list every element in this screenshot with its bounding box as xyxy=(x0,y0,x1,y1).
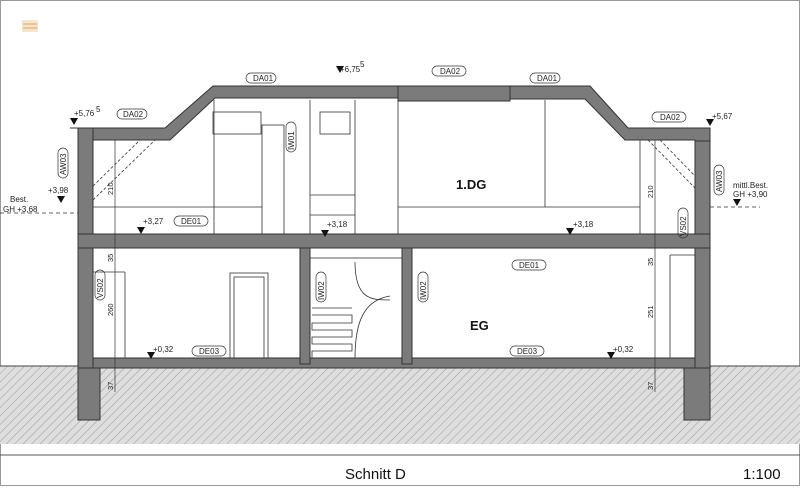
dim-dg-right: 210 xyxy=(646,185,655,198)
reference-lines xyxy=(0,206,760,214)
room-label-1dg: 1.DG xyxy=(456,177,486,192)
level-eave-left-sup: 5 xyxy=(96,105,101,114)
tag-da02-left: DA02 xyxy=(123,110,144,119)
gh-right-line2: GH +3,90 xyxy=(733,190,768,199)
level-ridge-sup: 5 xyxy=(360,60,365,69)
tag-da02-right: DA02 xyxy=(660,113,681,122)
tag-de03-right: DE03 xyxy=(517,347,538,356)
interior-linework xyxy=(92,100,696,359)
gh-right-line1: mittl.Best. xyxy=(733,181,768,190)
drawing-scale: 1:100 xyxy=(743,466,781,483)
dim-slab-left: 35 xyxy=(106,254,115,262)
tag-iw01: IW01 xyxy=(287,131,296,150)
roof-right xyxy=(509,85,711,142)
ground-soil xyxy=(0,366,800,444)
room-label-eg: EG xyxy=(470,318,489,333)
interior-wall-stair-right xyxy=(401,247,413,365)
tag-vs02-right: VS02 xyxy=(679,216,688,236)
level-upper-right: +3,18 xyxy=(573,220,594,229)
level-markers xyxy=(57,66,741,359)
roof-left xyxy=(70,85,399,141)
level-ground-right: +0,32 xyxy=(613,345,634,354)
level-bestand-left: +3,98 xyxy=(48,186,69,195)
logo xyxy=(22,20,38,32)
gh-left-line1: Best. xyxy=(10,195,28,204)
dimension-lines xyxy=(114,140,656,392)
level-upper-mid: +3,18 xyxy=(327,220,348,229)
tag-da01-right: DA01 xyxy=(537,74,558,83)
tag-aw03-left: AW03 xyxy=(59,153,68,175)
foundation-right xyxy=(683,365,711,421)
tag-da01-left: DA01 xyxy=(253,74,274,83)
dim-slab-right: 35 xyxy=(646,258,655,266)
dim-base-right: 37 xyxy=(646,382,655,390)
drawing-title: Schnitt D xyxy=(345,466,406,483)
tag-de03-left: DE03 xyxy=(199,347,220,356)
tag-boxes xyxy=(57,65,725,357)
ground-slab xyxy=(77,357,711,369)
tag-aw03-right: AW03 xyxy=(715,170,724,192)
tag-de01-upper: DE01 xyxy=(181,217,202,226)
dim-eg-right: 251 xyxy=(646,305,655,318)
upper-floor-slab xyxy=(77,233,711,249)
foundation-left xyxy=(77,365,101,421)
level-ridge: +6,75 xyxy=(340,65,361,74)
tag-iw02-right: IW02 xyxy=(419,281,428,300)
dim-base-left: 37 xyxy=(106,382,115,390)
interior-wall-stair-left xyxy=(299,247,311,365)
tag-vs02-left: VS02 xyxy=(96,278,105,298)
dim-dg-left: 210 xyxy=(106,182,115,195)
level-ground-left: +0,32 xyxy=(153,345,174,354)
dim-eg-left: 260 xyxy=(106,303,115,316)
level-upper-left: +3,27 xyxy=(143,217,164,226)
tag-da02-mid: DA02 xyxy=(440,67,461,76)
tag-iw02-left: IW02 xyxy=(317,281,326,300)
gh-left-line2: GH +3,68 xyxy=(3,205,38,214)
roof-center xyxy=(397,85,511,102)
level-eave-right: +5,67 xyxy=(712,112,733,121)
level-eave-left: +5,76 xyxy=(74,109,95,118)
tag-de01-ground: DE01 xyxy=(519,261,540,270)
